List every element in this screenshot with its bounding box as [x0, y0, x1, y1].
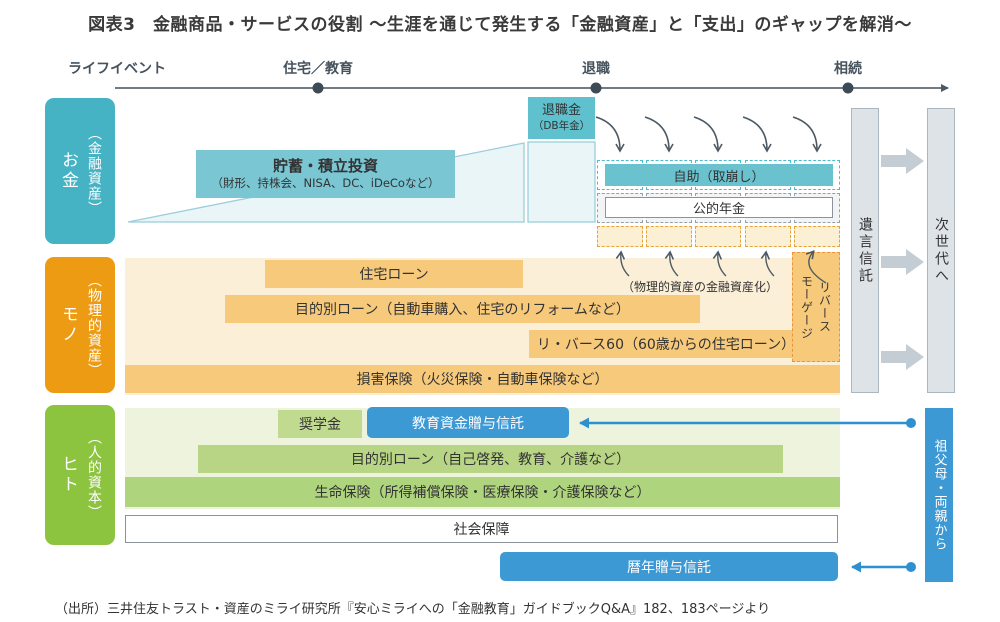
housing-loan-bar: 住宅ローン: [265, 260, 523, 288]
row-label-goods-sub: （物理的資産）: [86, 272, 102, 378]
figure-title: 図表3 金融商品・サービスの役割 ～生涯を通じて発生する「金融資産」と「支出」の…: [88, 15, 912, 35]
timeline-axis-label: ライフイベント: [68, 61, 166, 77]
public-pension-bar: 公的年金: [605, 197, 833, 218]
social-security-bar: 社会保障: [125, 515, 838, 543]
retirement-asset-block: [527, 141, 596, 223]
savings-investment-detail: （財形、持株会、NISA、DC、iDeCoなど）: [211, 176, 440, 191]
next-generation-label: 次世代へ: [933, 216, 949, 285]
goods-purpose-loan-bar: 目的別ローン（自動車購入、住宅のリフォームなど）: [225, 295, 700, 323]
people-purpose-loan-bar: 目的別ローン（自己啓発、教育、介護など）: [198, 445, 783, 473]
will-trust-box: 遺言信託: [851, 108, 879, 393]
savings-investment-title: 貯蓄・積立投資: [272, 157, 378, 176]
grandparents-box: 祖父母・両親から: [925, 408, 953, 582]
scholarship-bar: 奨学金: [278, 410, 362, 438]
reverse-mortgage-col2: モーゲージ: [799, 274, 814, 340]
timeline-event-housing-education: 住宅／教育: [283, 61, 353, 77]
timeline-dot-retirement: [590, 82, 602, 94]
row-label-money-sub: （金融資産）: [86, 126, 102, 216]
row-label-goods: モノ （物理的資産）: [45, 257, 115, 393]
reverse60-loan-bar: リ・バース60（60歳からの住宅ローン）: [529, 330, 803, 358]
monetized-asset-period-cell: [597, 226, 643, 247]
timeline-event-retirement: 退職: [582, 61, 610, 77]
retirement-allowance-box: 退職金 （DB年金）: [528, 97, 595, 139]
reverse-mortgage-box: リバース モーゲージ: [792, 252, 840, 362]
education-gift-trust-bar: 教育資金贈与信託: [367, 407, 569, 438]
row-label-people-sub: （人的資本）: [86, 430, 102, 520]
retirement-allowance-title: 退職金: [541, 103, 581, 119]
source-citation: （出所）三井住友トラスト・資産のミライ研究所『安心ミライへの「金融教育」ガイドブ…: [55, 602, 771, 617]
gift-connector-dot: [906, 418, 916, 428]
timeline-dot-inheritance: [842, 82, 854, 94]
savings-investment-box: 貯蓄・積立投資 （財形、持株会、NISA、DC、iDeCoなど）: [196, 150, 455, 198]
row-label-people: ヒト （人的資本）: [45, 405, 115, 545]
self-help-drawdown-bar: 自助（取崩し）: [605, 164, 833, 186]
inheritance-arrows: [881, 148, 924, 370]
damage-insurance-bar: 損害保険（火災保険・自動車保険など）: [125, 365, 840, 393]
monetized-asset-period-cell: [794, 226, 840, 247]
life-insurance-bar: 生命保険（所得補償保険・医療保険・介護保険など）: [125, 477, 840, 507]
reverse-mortgage-col1: リバース: [817, 281, 832, 333]
will-trust-label: 遺言信託: [857, 216, 873, 285]
next-generation-box: 次世代へ: [927, 108, 955, 393]
retirement-allowance-detail: （DB年金）: [532, 119, 591, 132]
row-label-money-main: お金: [58, 151, 78, 191]
timeline-axis: [115, 82, 949, 94]
monetized-asset-period-cell: [695, 226, 741, 247]
row-label-money: お金 （金融資産）: [45, 98, 115, 244]
monetized-asset-period-cell: [646, 226, 692, 247]
row-label-goods-main: モノ: [58, 305, 78, 345]
calendar-gift-trust-bar: 暦年贈与信託: [500, 552, 838, 581]
row-label-people-main: ヒト: [58, 455, 78, 495]
timeline-event-inheritance: 相続: [834, 61, 862, 77]
drawdown-arrows: [595, 116, 822, 153]
gift-connector-dot: [906, 562, 916, 572]
timeline-dot-housing-education: [312, 82, 324, 94]
monetization-note: （物理的資産の金融資産化）: [621, 280, 778, 294]
grandparents-label: 祖父母・両親から: [931, 439, 947, 551]
monetized-asset-period-cell: [745, 226, 791, 247]
